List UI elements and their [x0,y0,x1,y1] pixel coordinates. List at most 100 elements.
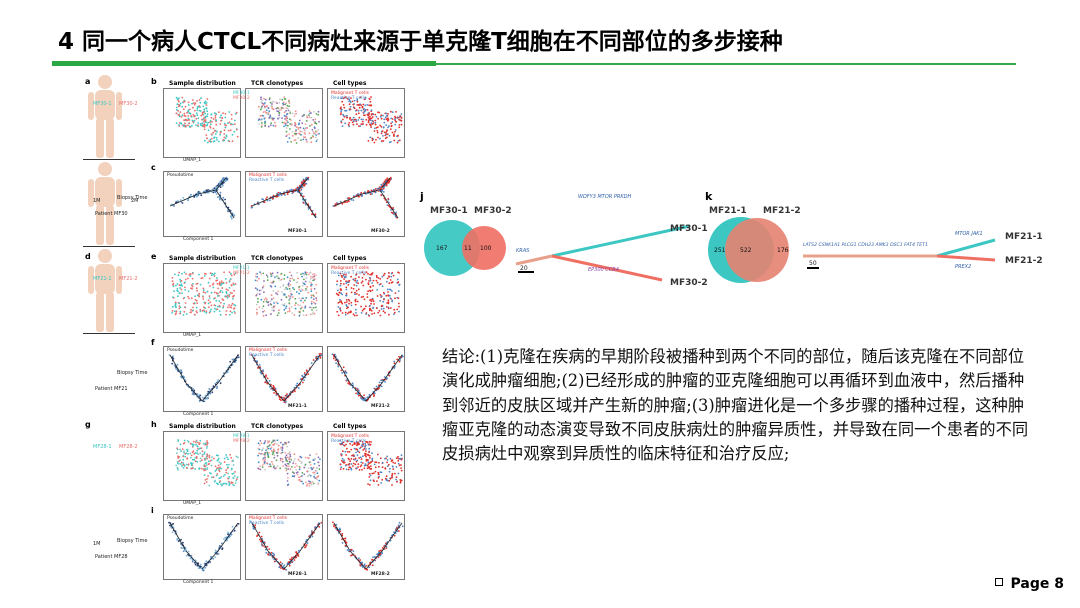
traj-sample-label: MF28-1 [288,572,307,577]
venn-k-set-b: MF21-2 [763,206,801,216]
biopsy-timeline [83,159,135,160]
sample-legend: MF28-2 [119,444,138,450]
column-title: Sample distribution [169,80,236,87]
celltype-legend: Malignant T cells [331,91,369,96]
tree-k-genes-top: MTOR JAK1 [955,231,983,237]
tree-j-genes-top: WDFY3 MTOR PRKDH [578,194,632,200]
trajectory-panel [327,171,405,237]
celltype-legend: Malignant T cells [331,434,369,439]
venn-k-count-a: 251 [714,247,726,254]
trajectory-panel [245,346,323,412]
pseudotime-label: Pseudotime [167,348,194,353]
venn-j-circle-b [462,226,506,270]
panel-label: i [151,506,154,515]
patient-body-image [83,73,127,159]
sample-dist-legend: MF21-2 [233,271,250,276]
axis-label: UMAP_1 [183,333,202,338]
venn-j-count-a: 167 [436,245,448,252]
biopsy-time: Biopsy Time [117,370,148,376]
venn-k: 251 522 176 [708,217,789,283]
column-title: TCR clonotypes [251,255,304,262]
biopsy-time: Biopsy Time [117,195,148,201]
panel-label: e [151,252,157,261]
tree-j-genes-root: KRAS [516,248,530,254]
umap-panel [163,88,241,158]
axis-label: UMAP_1 [183,501,202,506]
axis-label: Component 1 [183,580,214,585]
pseudotime-label: Pseudotime [167,516,194,521]
tree-k-top-label: MF21-1 [1005,232,1043,242]
timeline-label: 1M [93,198,101,204]
trajectory-panel [163,171,241,237]
trajectory-panel [327,346,405,412]
panel-label: g [85,420,91,429]
venn-j-count-ab: 11 [464,245,472,252]
patient-label: Patient MF28 [95,554,128,560]
column-title: Sample distribution [169,423,236,430]
venn-j-count-b: 100 [480,245,492,252]
patient-label: Patient MF21 [95,386,128,392]
pseudotime-label: Pseudotime [167,173,194,178]
umap-panel [327,88,405,158]
axis-label: Component 1 [183,237,214,242]
sample-dist-legend: MF28-1 [233,434,250,439]
page-number: Page 8 [1010,576,1064,592]
traj-celltype-legend: Reactive T cells [249,353,285,358]
trajectory-panel [245,514,323,580]
umap-panel [245,263,323,333]
venn-j-set-b: MF30-2 [474,206,512,216]
column-title: Cell types [333,80,367,87]
sample-legend: MF28-1 [93,444,112,450]
timeline-label: 1M [93,541,101,547]
panel-k-label: k [705,190,713,203]
venn-k-set-a: MF21-1 [709,206,747,216]
venn-j: 167 11 100 [424,220,506,276]
tree-k [803,238,996,269]
tree-k-scale: 50 [809,260,817,267]
panel-label: d [85,252,91,261]
column-title: TCR clonotypes [251,80,304,87]
traj-sample-label: MF21-2 [371,404,390,409]
sample-dist-legend: MF21-1 [233,266,250,271]
traj-celltype-legend: Reactive T cells [249,521,285,526]
panel-label: a [85,77,91,86]
tree-k-genes-root: LATS2 CSNK1A1 PLCG1 CDH23 AMK3 DSC1 FAT4… [803,243,928,248]
biopsy-time: Biopsy Time [117,538,148,544]
traj-sample-label: MF21-1 [288,404,307,409]
sample-legend: MF30-1 [93,101,112,107]
square-icon [994,578,1003,586]
panel-label: f [151,338,155,347]
sample-dist-legend: MF28-2 [233,439,250,444]
venn-j-circle-a [424,220,480,276]
traj-celltype-legend: Reactive T cells [249,178,285,183]
umap-panel [163,431,241,501]
sample-dist-legend: MF30-1 [233,91,250,96]
axis-label: UMAP_1 [183,158,202,163]
panel-k: k MF21-1 MF21-2 251 522 176 LATS2 CSNK1A… [705,190,1045,290]
traj-sample-label: MF30-1 [288,229,307,234]
tree-k-bottom-label: MF21-2 [1005,256,1043,266]
patient-body-image [83,160,127,246]
umap-panel [327,431,405,501]
conclusion-text: 结论:(1)克隆在疾病的早期阶段被播种到两个不同的部位，随后该克隆在不同部位演化… [442,347,1029,464]
tree-j-scale: 20 [520,265,528,272]
sample-legend: MF21-2 [119,276,138,282]
panel-label: b [151,77,157,86]
umap-panel [163,263,241,333]
celltype-legend: Reactive T cells [331,439,367,444]
axis-label: Component 1 [183,412,214,417]
column-title: TCR clonotypes [251,423,304,430]
column-title: Sample distribution [169,255,236,262]
trajectory-panel [327,514,405,580]
venn-j-set-a: MF30-1 [430,206,468,216]
trajectory-panel [163,514,241,580]
trajectory-panel [245,171,323,237]
panel-label: h [151,420,157,429]
trajectory-panel [163,346,241,412]
timeline-label: 2M [131,198,139,204]
tree-j-bottom-label: MF30-2 [670,278,708,288]
venn-k-count-b: 176 [777,247,789,254]
umap-panel [245,88,323,158]
traj-celltype-legend: Malignant T cells [249,516,287,521]
